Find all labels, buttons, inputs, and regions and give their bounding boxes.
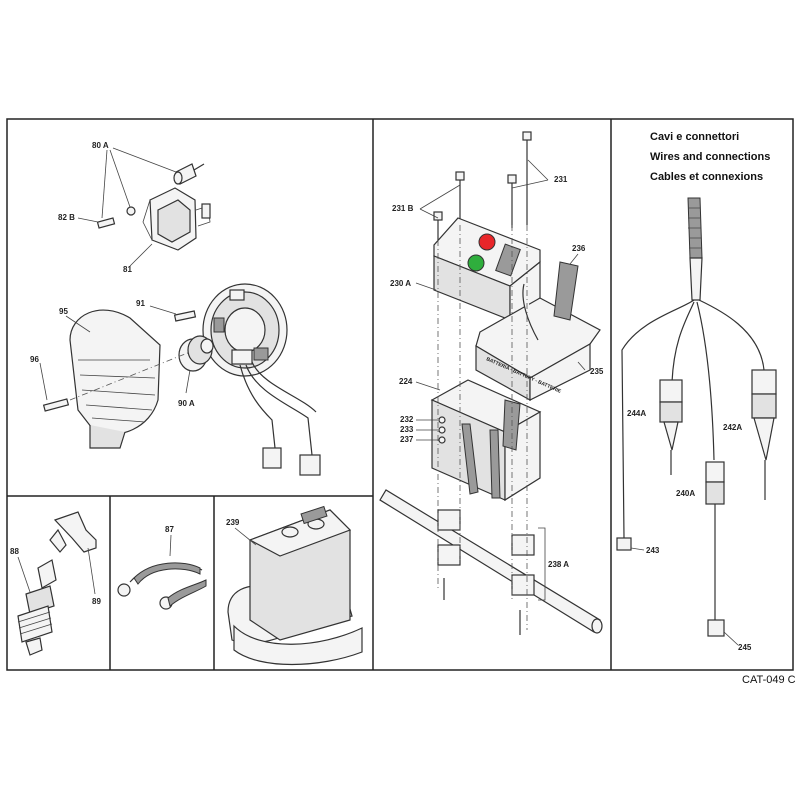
label-240a: 240A: [676, 489, 695, 498]
panel-battery-239: [227, 505, 363, 666]
label-80a: 80 A: [92, 141, 109, 150]
frame-lines: [6, 118, 794, 671]
header-line-italian: Cavi e connettori: [650, 131, 739, 143]
label-239: 239: [226, 518, 240, 527]
stator-assembly: [202, 283, 288, 377]
part-labels: 80 A 82 B 81 91 95 96 90 A 88 89 87 239 …: [10, 141, 752, 652]
panel-wiring: [616, 197, 777, 646]
green-button-icon: [467, 254, 485, 272]
spark-cap-80a: [173, 163, 205, 185]
label-96: 96: [30, 355, 39, 364]
panel-ignition: [39, 147, 321, 476]
label-230a: 230 A: [390, 279, 411, 288]
ignition-coil: [142, 187, 211, 251]
label-224: 224: [399, 377, 413, 386]
label-236: 236: [572, 244, 586, 253]
label-238a: 238 A: [548, 560, 569, 569]
label-245: 245: [738, 643, 752, 652]
label-91: 91: [136, 299, 145, 308]
label-232: 232: [400, 415, 414, 424]
label-231: 231: [554, 175, 568, 184]
label-237: 237: [400, 435, 414, 444]
long-screws: [433, 131, 532, 246]
catalog-code: CAT-049 C: [742, 674, 796, 686]
label-90a: 90 A: [178, 399, 195, 408]
label-235: 235: [590, 367, 604, 376]
label-95: 95: [59, 307, 68, 316]
header-line-english: Wires and connections: [650, 151, 770, 163]
label-81: 81: [123, 265, 132, 274]
panel-ground-strap: [117, 534, 207, 610]
label-87: 87: [165, 525, 174, 534]
label-82b: 82 B: [58, 213, 75, 222]
label-88: 88: [10, 547, 19, 556]
header-line-french: Cables et connexions: [650, 171, 763, 183]
label-89: 89: [92, 597, 101, 606]
battery-tray: [430, 379, 542, 502]
panel-spark-plug: [17, 511, 97, 656]
wiring-header: Cavi e connettori Wires and connections …: [650, 131, 770, 183]
label-244a: 244A: [627, 409, 646, 418]
label-243: 243: [646, 546, 660, 555]
label-231b: 231 B: [392, 204, 414, 213]
pickup-coil: [178, 335, 253, 372]
label-242a: 242A: [723, 423, 742, 432]
screw-82b: [96, 206, 136, 229]
red-button-icon: [478, 233, 496, 251]
label-233: 233: [400, 425, 414, 434]
panel-battery-box: BATTERIA - BATTERY - BATTERIE: [379, 131, 603, 635]
flywheel-cover: [69, 309, 161, 449]
